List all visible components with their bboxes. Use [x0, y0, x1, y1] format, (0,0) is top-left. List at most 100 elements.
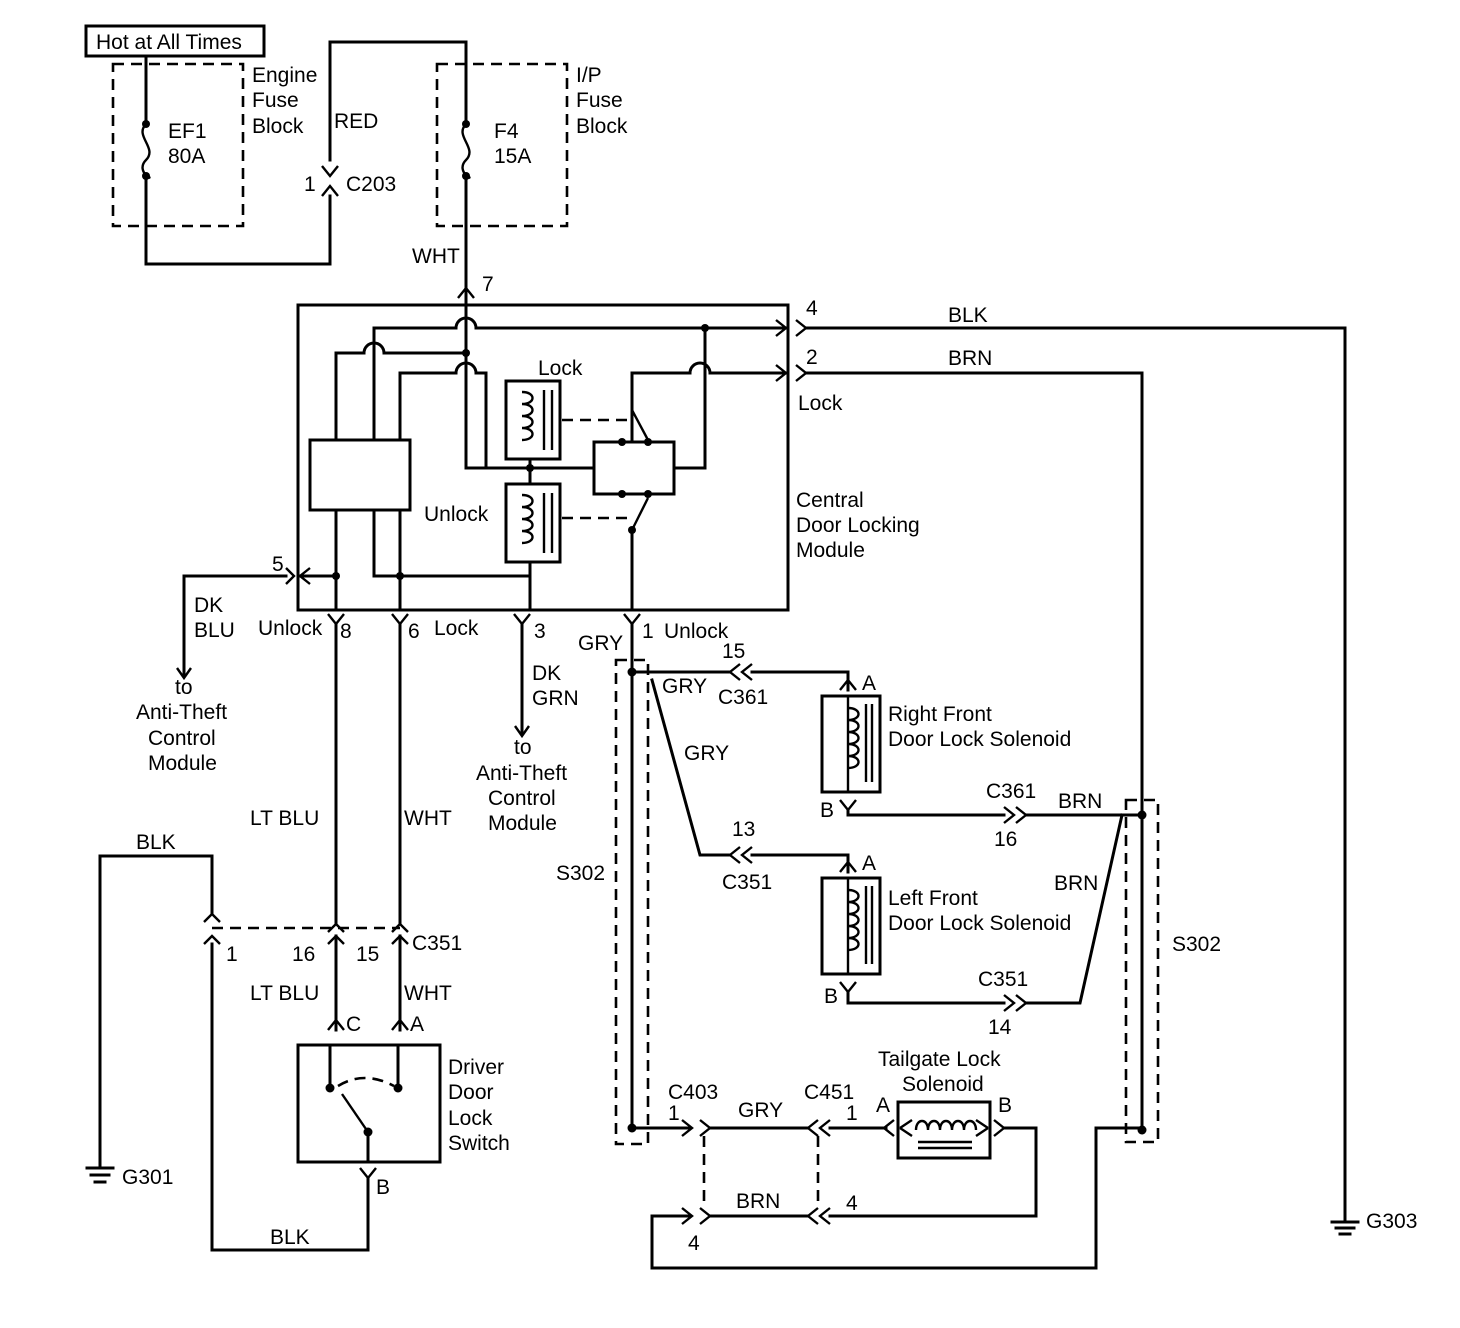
rf-out-pin: 16 — [994, 828, 1017, 851]
module-pin-6-label: Lock — [434, 617, 479, 640]
module-pin-6: 6 — [408, 620, 420, 643]
ip-fuse-name: F4 — [494, 120, 519, 143]
rf-pin-b: B — [820, 799, 834, 822]
engine-fuse-block-label-3: Block — [252, 115, 304, 138]
switch-label-1: Driver — [448, 1056, 504, 1079]
tailgate-circuit: C403 1 GRY C451 1 A Tailgate Lock Soleno… — [630, 1048, 1144, 1270]
rf-in-conn: C361 — [718, 686, 768, 709]
switch-label-3: Lock — [448, 1107, 493, 1130]
switch-feed-wires: Unlock 8 6 Lock LT BLU WHT — [250, 613, 479, 933]
lt-blu-low-label: LT BLU — [250, 982, 319, 1005]
unlock-relay-label: Unlock — [424, 503, 489, 526]
left-front-solenoid-circuit: GRY 13 C351 A B Left Front Door Lock Sol… — [650, 678, 1124, 1039]
c403-pin-4: 4 — [688, 1232, 700, 1255]
c451-name: C451 — [804, 1081, 854, 1104]
s302-right-label: S302 — [1172, 933, 1221, 956]
tailgate-label-1: Tailgate Lock — [878, 1048, 1001, 1071]
module-pin-1-label: Unlock — [664, 620, 729, 643]
c403-name: C403 — [668, 1081, 718, 1104]
engine-fuse-block-label-2: Fuse — [252, 89, 299, 112]
rf-out-conn: C361 — [986, 780, 1036, 803]
hot-at-all-times-label: Hot at All Times — [96, 31, 242, 54]
module-pin-1: 1 — [642, 620, 654, 643]
lf-out-conn: C351 — [978, 968, 1028, 991]
gry-diag-label: GRY — [684, 742, 729, 765]
ground-g303-icon — [1330, 1220, 1360, 1236]
c403-pin-1: 1 — [668, 1102, 680, 1125]
rf-solenoid-label-1: Right Front — [888, 703, 992, 726]
anti-theft-right-2: Anti-Theft — [476, 762, 567, 785]
module-name-2: Door Locking — [796, 514, 920, 537]
engine-fuse-rating: 80A — [168, 145, 205, 168]
anti-theft-left-4: Module — [148, 752, 217, 775]
ip-fuse-block: F4 15A I/P Fuse Block WHT 7 — [412, 62, 628, 299]
anti-theft-right-3: Control — [488, 787, 556, 810]
c351-switch-name: C351 — [412, 932, 462, 955]
blk-bottom-label: BLK — [270, 1226, 310, 1249]
engine-fuse-block-label-1: Engine — [252, 64, 317, 87]
module-pin-8: 8 — [340, 620, 352, 643]
wht-mid-label: WHT — [404, 807, 452, 830]
anti-theft-right-4: Module — [488, 812, 557, 835]
module-pin-2: 2 — [806, 346, 818, 369]
gry-unlock-label: GRY — [578, 632, 623, 655]
anti-theft-right-1: to — [514, 736, 532, 759]
gry-unlock-wire: 1 Unlock GRY S302 — [556, 613, 729, 1146]
s302-left-label: S302 — [556, 862, 605, 885]
brn-tailgate-label: BRN — [736, 1190, 780, 1213]
switch-pin-a: A — [410, 1013, 424, 1036]
module-pin-3: 3 — [534, 620, 546, 643]
tailgate-pin-a: A — [876, 1094, 890, 1117]
switch-label-4: Switch — [448, 1132, 510, 1155]
rf-in-pin: 15 — [722, 640, 745, 663]
module-pin-5: 5 — [272, 553, 284, 576]
ip-fuse-block-label-3: Block — [576, 115, 628, 138]
brn-out-label: BRN — [948, 347, 992, 370]
g301-label: G301 — [122, 1166, 173, 1189]
wht-feed-label: WHT — [412, 245, 460, 268]
blk-to-g303: 4 BLK G303 — [795, 297, 1417, 1236]
c451-pin-1: 1 — [846, 1102, 858, 1125]
c351-switch-connector: 1 16 15 C351 — [203, 912, 462, 966]
lf-pin-b: B — [824, 985, 838, 1008]
blk-g301-wire: BLK G301 — [85, 831, 214, 1189]
lf-out-pin: 14 — [988, 1016, 1012, 1039]
blk-out-label: BLK — [948, 304, 988, 327]
switch-label-2: Door — [448, 1081, 494, 1104]
brn-diag-label: BRN — [1054, 872, 1098, 895]
dk-blu-label-2: BLU — [194, 619, 235, 642]
ip-fuse-rating: 15A — [494, 145, 531, 168]
module-pin-7: 7 — [482, 273, 494, 296]
module-lock-output-label: Lock — [798, 392, 843, 415]
c351-pin-1: 1 — [226, 943, 238, 966]
rf-solenoid-label-2: Door Lock Solenoid — [888, 728, 1071, 751]
engine-fuse-name: EF1 — [168, 120, 207, 143]
ground-g301-icon — [85, 1166, 115, 1184]
tailgate-pin-b: B — [998, 1094, 1012, 1117]
driver-door-lock-switch: LT BLU WHT C A Driver Door Lock Switch B… — [210, 934, 510, 1252]
lf-in-conn: C351 — [722, 871, 772, 894]
ip-fuse-block-label-1: I/P — [576, 64, 602, 87]
dk-blu-anti-theft: 5 DK BLU to Anti-Theft Control Module — [136, 553, 296, 775]
wht-low-label: WHT — [404, 982, 452, 1005]
anti-theft-left-3: Control — [148, 727, 216, 750]
c351-pin-15: 15 — [356, 943, 379, 966]
c451-pin-4: 4 — [846, 1192, 858, 1215]
blk-switch-label: BLK — [136, 831, 176, 854]
ip-fuse-block-label-2: Fuse — [576, 89, 623, 112]
g303-label: G303 — [1366, 1210, 1417, 1233]
anti-theft-left-2: Anti-Theft — [136, 701, 227, 724]
module-pin-8-label: Unlock — [258, 617, 323, 640]
lf-pin-a: A — [862, 852, 876, 875]
red-wire-label: RED — [334, 110, 378, 133]
central-door-locking-module: Lock Unlock Lock Central Door Locking — [296, 296, 920, 612]
c203-pin: 1 — [304, 173, 316, 196]
hot-at-all-times-box: Hot at All Times — [84, 24, 266, 58]
module-pin-4: 4 — [806, 297, 818, 320]
tailgate-label-2: Solenoid — [902, 1073, 984, 1096]
module-name-3: Module — [796, 539, 865, 562]
lf-in-pin: 13 — [732, 818, 755, 841]
dk-blu-label-1: DK — [194, 594, 223, 617]
c351-pin-16: 16 — [292, 943, 315, 966]
